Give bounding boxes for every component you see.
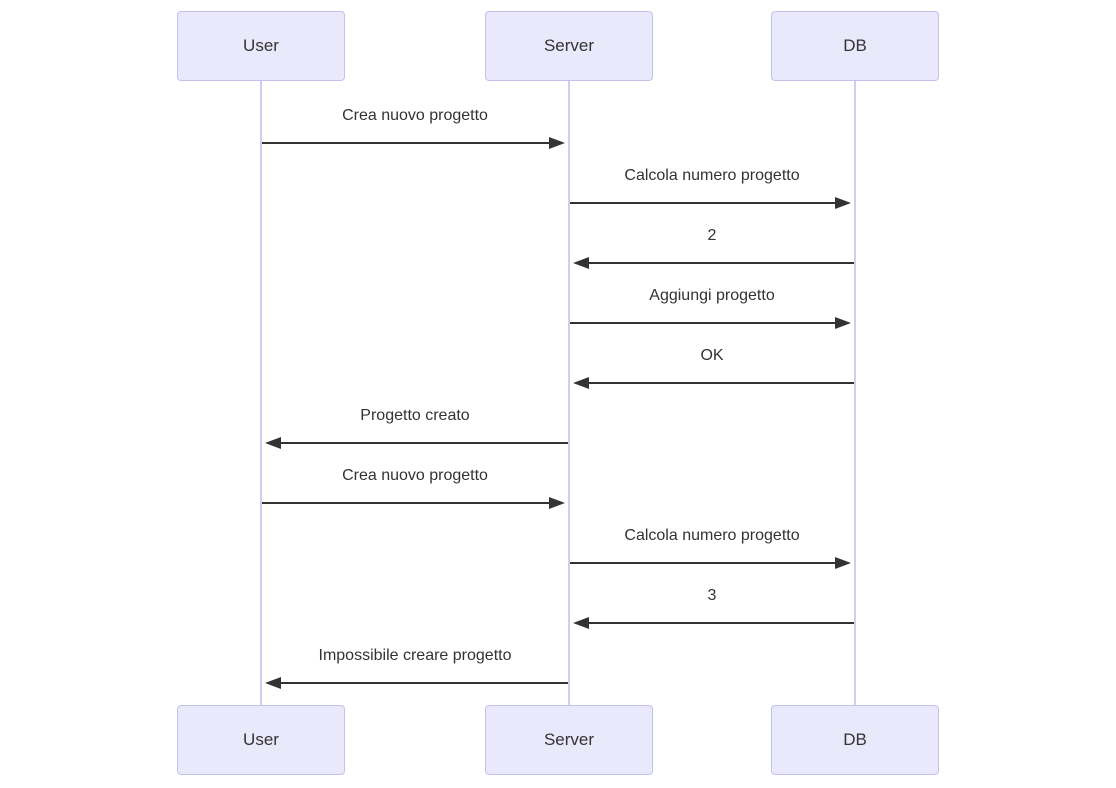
message-5-label: OK xyxy=(700,347,724,364)
message-1-label: Crea nuovo progetto xyxy=(342,107,488,124)
actor-user-top-box: User xyxy=(177,11,345,81)
arrowhead-right-icon xyxy=(835,317,851,329)
arrowhead-right-icon xyxy=(835,557,851,569)
message-3-label: 2 xyxy=(707,227,717,244)
actor-server-top-box: Server xyxy=(485,11,653,81)
arrowhead-right-icon xyxy=(549,497,565,509)
message-5-line xyxy=(587,382,854,384)
message-2-label: Calcola numero progetto xyxy=(624,167,800,184)
lifeline-server xyxy=(568,81,570,705)
message-10-line xyxy=(279,682,568,684)
arrowhead-left-icon xyxy=(265,437,281,449)
message-3-line xyxy=(587,262,854,264)
arrowhead-left-icon xyxy=(573,377,589,389)
message-7-label: Crea nuovo progetto xyxy=(342,467,488,484)
actor-user-bottom-box: User xyxy=(177,705,345,775)
message-4-line xyxy=(570,322,837,324)
lifeline-user xyxy=(260,81,262,705)
message-8-line xyxy=(570,562,837,564)
message-6-label: Progetto creato xyxy=(360,407,470,424)
message-9-label: 3 xyxy=(707,587,717,604)
message-8-label: Calcola numero progetto xyxy=(624,527,800,544)
message-7-line xyxy=(262,502,551,504)
arrowhead-left-icon xyxy=(265,677,281,689)
arrowhead-right-icon xyxy=(835,197,851,209)
message-10-label: Impossibile creare progetto xyxy=(318,647,512,664)
actor-db-top-box: DB xyxy=(771,11,939,81)
actor-server-bottom-box: Server xyxy=(485,705,653,775)
actor-db-bottom-box: DB xyxy=(771,705,939,775)
message-6-line xyxy=(279,442,568,444)
arrowhead-left-icon xyxy=(573,257,589,269)
lifeline-db xyxy=(854,81,856,705)
message-1-line xyxy=(262,142,551,144)
message-2-line xyxy=(570,202,837,204)
arrowhead-left-icon xyxy=(573,617,589,629)
message-4-label: Aggiungi progetto xyxy=(649,287,775,304)
arrowhead-right-icon xyxy=(549,137,565,149)
message-9-line xyxy=(587,622,854,624)
